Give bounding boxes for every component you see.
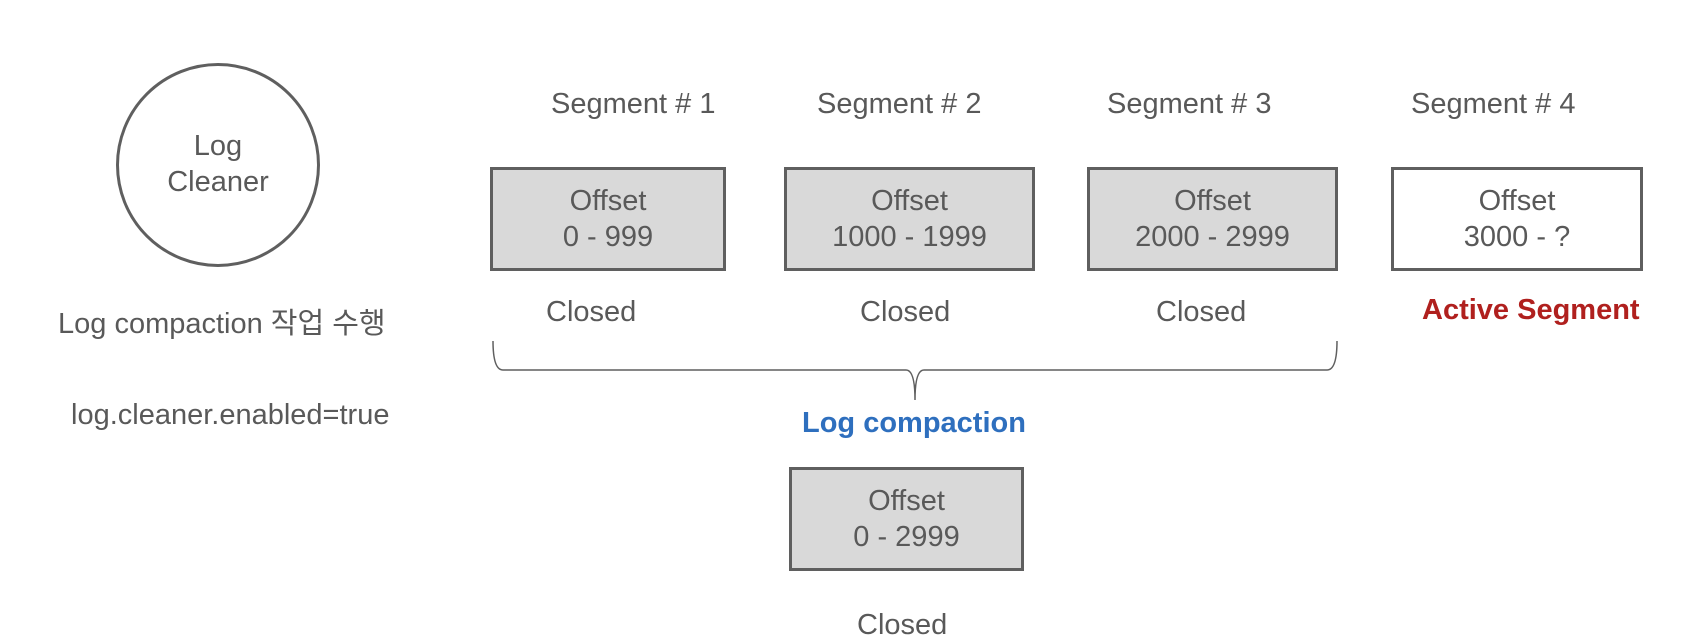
segment-3-title: Segment # 3 (1107, 88, 1272, 120)
segment-3-offset-label: Offset (1174, 185, 1251, 217)
compacted-offset-label: Offset (868, 485, 945, 517)
segment-4-title: Segment # 4 (1411, 88, 1576, 120)
segment-3-status: Closed (1156, 296, 1247, 328)
log-cleaner-line1: Log (193, 130, 243, 162)
segment-3-range: 2000 - 2999 (1135, 221, 1290, 253)
compacted-segment-status: Closed (857, 609, 948, 641)
segment-4-range: 3000 - ? (1463, 221, 1571, 253)
segment-2-range: 1000 - 1999 (832, 221, 987, 253)
segment-4-offset-label: Offset (1478, 185, 1556, 217)
segment-2-title: Segment # 2 (817, 88, 982, 120)
segment-2-offset-label: Offset (871, 185, 948, 217)
segment-2-box: Offset 1000 - 1999 (784, 167, 1035, 271)
segment-3-box: Offset 2000 - 2999 (1087, 167, 1338, 271)
compacted-segment-box: Offset 0 - 2999 (789, 467, 1024, 571)
segment-1-title: Segment # 1 (551, 88, 716, 120)
segment-1-status: Closed (546, 296, 637, 328)
segment-4-status: Active Segment (1422, 294, 1640, 326)
segment-2-status: Closed (860, 296, 951, 328)
log-cleaner-label: Log Cleaner (167, 128, 269, 200)
log-cleaner-circle: Log Cleaner (116, 63, 320, 267)
cleaner-config-label: log.cleaner.enabled=true (71, 399, 390, 431)
segment-1-range: 0 - 999 (562, 221, 654, 253)
compacted-range: 0 - 2999 (853, 521, 960, 553)
cleaner-task-label: Log compaction 작업 수행 (58, 308, 386, 340)
segment-4-box: Offset 3000 - ? (1391, 167, 1643, 271)
log-compaction-label: Log compaction (802, 407, 1026, 439)
segment-1-offset-label: Offset (569, 185, 647, 217)
log-cleaner-line2: Cleaner (167, 166, 269, 198)
segment-1-box: Offset 0 - 999 (490, 167, 726, 271)
